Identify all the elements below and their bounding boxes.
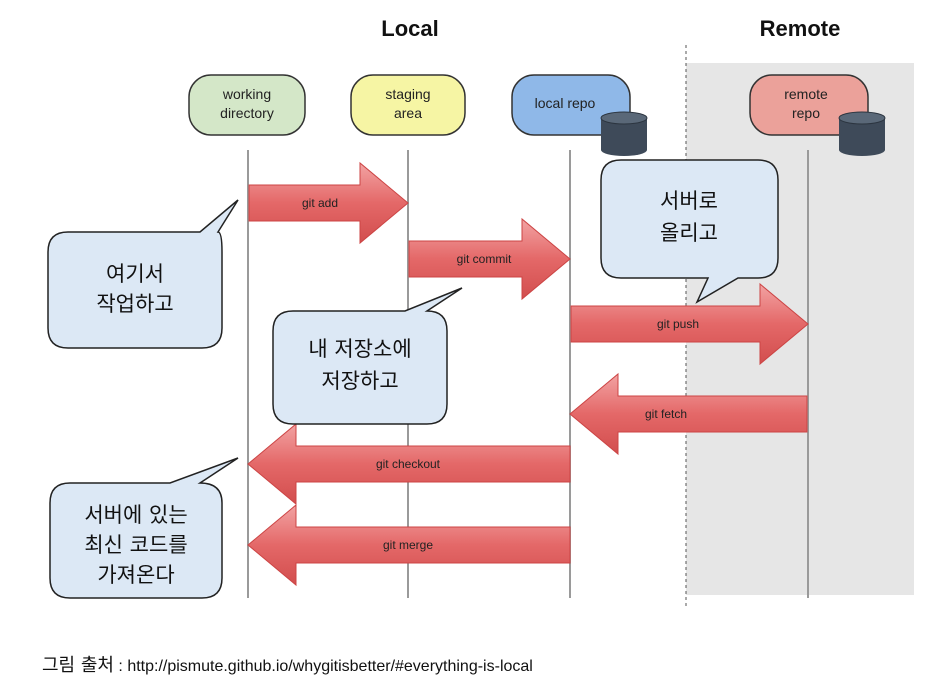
git-push-arrow: git push [570, 282, 809, 366]
node-label: remote [784, 86, 828, 102]
node-label: area [394, 105, 422, 121]
git-merge-arrow: git merge [247, 503, 571, 587]
bubble-text: 저장하고 [321, 369, 398, 393]
speech-bubble-work-here: 여기서 작업하고 [47, 199, 239, 349]
working-directory-node: working directory [188, 74, 306, 136]
speech-bubble-save-local: 내 저장소에 저장하고 [272, 287, 463, 425]
speech-bubble-fetch-server: 서버에 있는 최신 코드를 가져온다 [49, 457, 239, 599]
bubble-text: 올리고 [660, 221, 718, 245]
local-repo-node: local repo [511, 74, 631, 136]
database-icon [838, 111, 886, 156]
git-checkout-label: git checkout [376, 457, 441, 471]
node-label: staging [385, 86, 430, 102]
git-fetch-label: git fetch [645, 407, 687, 421]
caption-url: http://pismute.github.io/whygitisbetter/… [127, 658, 533, 675]
git-commit-label: git commit [457, 252, 512, 266]
bubble-text: 서버에 있는 [84, 503, 187, 527]
bubble-text: 서버로 [660, 189, 718, 213]
git-checkout-arrow: git checkout [247, 422, 571, 506]
caption-prefix: 그림 출처 [42, 655, 114, 676]
database-icon [600, 111, 648, 156]
node-label: local repo [535, 95, 596, 111]
image-source-caption: 그림 출처 : http://pismute.github.io/whygiti… [42, 651, 533, 677]
local-section-title: Local [381, 16, 438, 41]
remote-repo-node: remote repo [749, 74, 869, 136]
node-label: working [222, 86, 271, 102]
bubble-text: 내 저장소에 [308, 337, 411, 361]
git-merge-label: git merge [383, 538, 433, 552]
bubble-text: 최신 코드를 [84, 533, 187, 557]
node-label: repo [792, 105, 820, 121]
git-add-label: git add [302, 196, 338, 210]
git-commit-arrow: git commit [408, 217, 571, 301]
git-workflow-diagram: Local Remote working directory staging a… [47, 16, 914, 608]
speech-bubble-upload-server: 서버로 올리고 [600, 159, 779, 304]
remote-section-title: Remote [760, 16, 841, 41]
staging-area-node: staging area [350, 74, 466, 136]
caption-separator: : [113, 658, 128, 675]
git-fetch-arrow: git fetch [569, 372, 808, 456]
git-add-arrow: git add [248, 161, 409, 245]
bubble-text: 가져온다 [97, 563, 174, 587]
git-push-label: git push [657, 317, 699, 331]
node-label: directory [220, 105, 274, 121]
bubble-text: 작업하고 [96, 292, 173, 316]
bubble-text: 여기서 [106, 262, 164, 286]
